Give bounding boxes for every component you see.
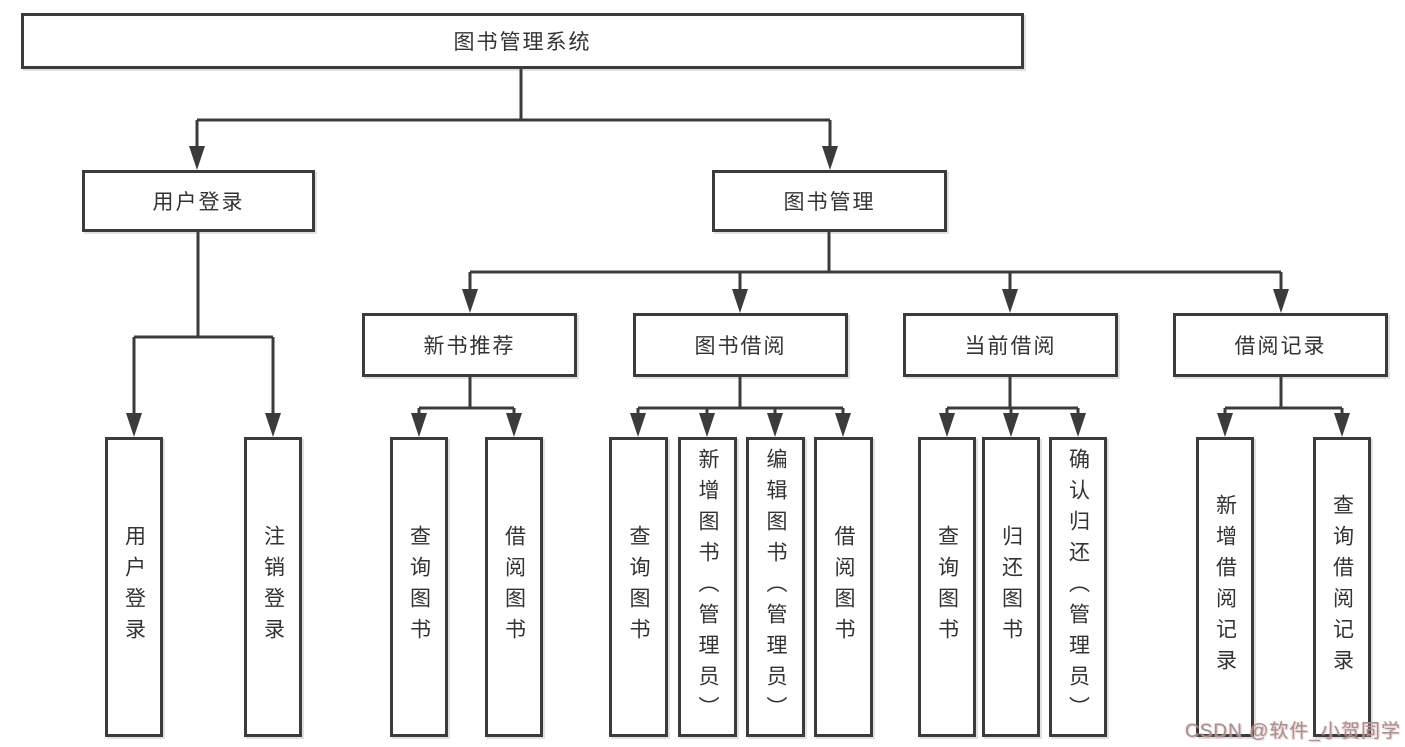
node-current-borrowing: 当前借阅 [903,313,1118,377]
watermark: CSDN @软件_小贺同学 [1185,721,1401,742]
leaf-return-books-label: 归还图书 [999,525,1023,649]
leaf-recommend-borrow-books-label: 借阅图书 [502,525,526,649]
node-current-borrowing-label: 当前借阅 [964,335,1057,358]
node-book-management: 图书管理 [712,170,947,232]
leaf-edit-books-admin-label: 编辑图书（管理员） [764,447,787,727]
leaf-add-books-admin: 新增图书（管理员） [678,437,737,737]
node-borrowing-records-label: 借阅记录 [1234,335,1327,358]
leaf-user-login-label: 用户登录 [122,525,146,649]
leaf-borrow-books-label: 借阅图书 [832,525,855,649]
leaf-return-books: 归还图书 [982,437,1040,737]
node-root: 图书管理系统 [21,13,1024,69]
leaf-add-borrow-record: 新增借阅记录 [1196,437,1254,737]
leaf-borrow-books: 借阅图书 [814,437,873,737]
node-user-login-label: 用户登录 [152,191,245,214]
leaf-confirm-return-admin: 确认归还（管理员） [1049,437,1107,737]
leaf-recommend-borrow-books: 借阅图书 [485,437,543,737]
leaf-add-books-admin-label: 新增图书（管理员） [696,447,719,727]
node-new-book-recommend-label: 新书推荐 [423,335,516,358]
leaf-logout-login: 注销登录 [244,437,302,737]
leaf-add-borrow-record-label: 新增借阅记录 [1213,494,1237,680]
leaf-borrowing-query-books-label: 查询图书 [627,525,650,649]
node-book-management-label: 图书管理 [783,191,876,214]
node-user-login: 用户登录 [82,170,315,232]
leaf-borrowing-query-books: 查询图书 [609,437,668,737]
leaf-query-borrow-record: 查询借阅记录 [1313,437,1371,737]
leaf-current-query-books-label: 查询图书 [935,525,959,649]
node-new-book-recommend: 新书推荐 [362,313,577,377]
leaf-confirm-return-admin-label: 确认归还（管理员） [1066,447,1090,727]
leaf-user-login: 用户登录 [105,437,163,737]
node-book-borrowing-label: 图书借阅 [694,335,787,358]
leaf-logout-login-label: 注销登录 [261,525,285,649]
node-book-borrowing: 图书借阅 [633,313,848,377]
leaf-edit-books-admin: 编辑图书（管理员） [746,437,805,737]
leaf-recommend-query-books-label: 查询图书 [407,525,431,649]
leaf-current-query-books: 查询图书 [918,437,976,737]
node-borrowing-records: 借阅记录 [1173,313,1388,377]
leaf-recommend-query-books: 查询图书 [390,437,448,737]
node-root-label: 图书管理系统 [453,31,592,54]
leaf-query-borrow-record-label: 查询借阅记录 [1330,494,1354,680]
